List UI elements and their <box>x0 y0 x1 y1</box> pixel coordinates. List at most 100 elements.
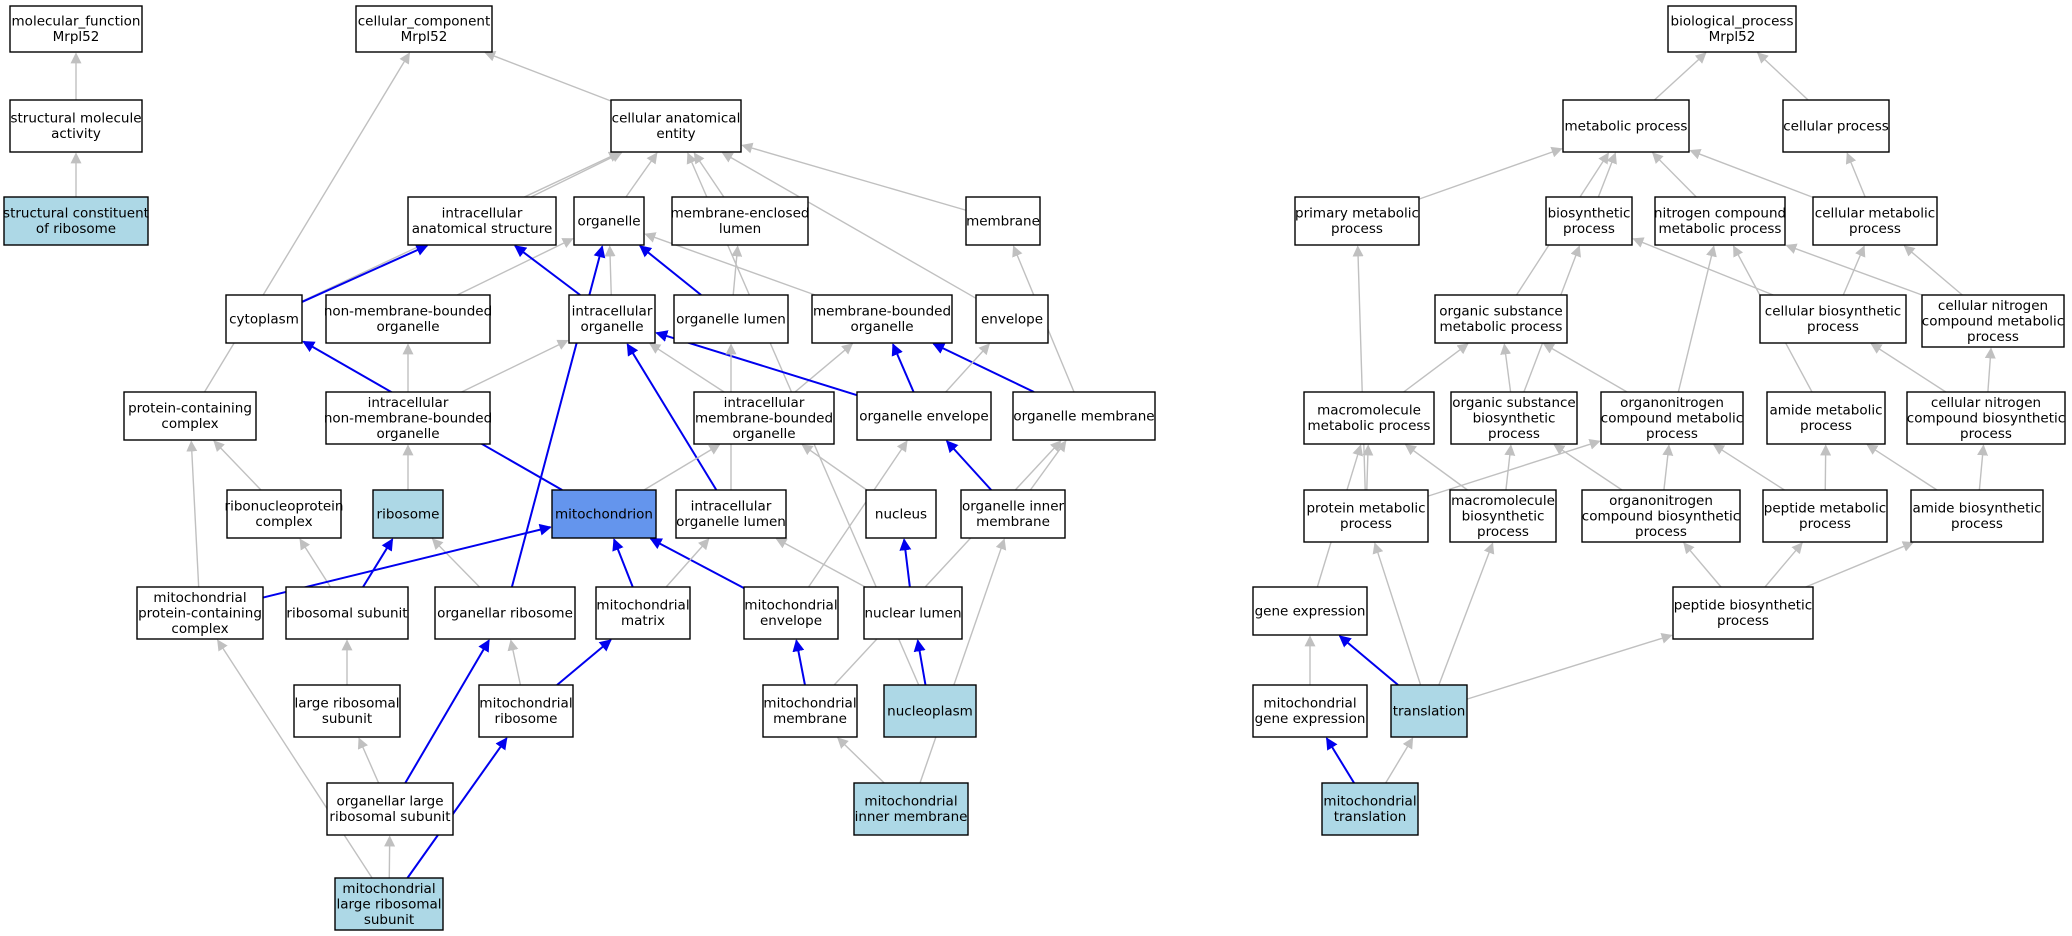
term-box <box>326 782 454 836</box>
term-node-membrane[interactable]: membrane <box>965 196 1041 246</box>
term-node-metabolic-process[interactable]: metabolic process <box>1562 99 1690 153</box>
edge-organonitrogen-compound-biosynthetic-process-to-organic-substance-biosynthetic-process <box>1553 444 1623 491</box>
term-box <box>1782 99 1890 153</box>
edge-ribonucleoprotein-complex-to-protein-containing-complex <box>213 440 262 491</box>
term-label: metabolic process <box>1440 319 1563 335</box>
term-label: ribosome <box>377 506 440 522</box>
term-label: mitochondrial <box>479 696 572 712</box>
term-box <box>225 294 303 344</box>
term-node-organellar-ribosome[interactable]: organellar ribosome <box>434 586 576 640</box>
term-node-organelle-membrane[interactable]: organelle membrane <box>1012 391 1156 441</box>
term-node-ribosome[interactable]: ribosome <box>372 489 444 539</box>
term-label: cellular_component <box>358 14 490 30</box>
term-node-mitochondrion[interactable]: mitochondrion <box>551 489 657 539</box>
term-label: membrane <box>976 514 1050 530</box>
term-label: process <box>1331 221 1383 237</box>
term-node-translation[interactable]: translation <box>1390 684 1468 738</box>
term-node-nucleus[interactable]: nucleus <box>865 489 937 539</box>
term-box <box>1434 294 1568 344</box>
term-box <box>478 684 574 738</box>
term-box <box>355 5 493 53</box>
term-node-cellular-process[interactable]: cellular process <box>1782 99 1890 153</box>
term-box <box>693 391 835 445</box>
term-node-cytoplasm[interactable]: cytoplasm <box>225 294 303 344</box>
term-box <box>975 294 1049 344</box>
term-label: nucleoplasm <box>887 703 973 719</box>
term-box <box>671 196 809 246</box>
edge-membrane-enclosed-lumen-to-cellular-anatomical-entity <box>693 152 725 198</box>
edge-cellular-process-to-bp-root <box>1756 52 1809 101</box>
term-label: matrix <box>621 613 665 629</box>
term-box <box>595 586 691 640</box>
edge-organelle-inner-membrane-to-organelle-envelope <box>945 440 992 491</box>
term-node-intracellular-non-membrane-bounded-organelle[interactable]: intracellularnon-membrane-boundedorganel… <box>324 391 492 445</box>
term-box <box>610 99 742 153</box>
term-node-organelle-lumen[interactable]: organelle lumen <box>673 294 789 344</box>
term-node-nuclear-lumen[interactable]: nuclear lumen <box>863 586 963 640</box>
term-node-envelope[interactable]: envelope <box>975 294 1049 344</box>
term-label: metabolic process <box>1565 118 1688 134</box>
edge-mitochondrial-membrane-to-organelle-membrane <box>833 440 1062 686</box>
edge-organellar-large-ribosomal-subunit-to-organellar-ribosome <box>404 639 490 784</box>
edge-macromolecule-biosynthetic-process-to-macromolecule-metabolic-process <box>1404 444 1468 491</box>
term-node-nucleoplasm[interactable]: nucleoplasm <box>883 684 977 738</box>
term-node-ribosomal-subunit[interactable]: ribosomal subunit <box>285 586 409 640</box>
term-label: biosynthetic <box>1473 410 1556 426</box>
term-node-organelle[interactable]: organelle <box>573 196 645 246</box>
term-node-organelle-envelope[interactable]: organelle envelope <box>856 391 992 441</box>
term-label: organelle <box>577 213 640 229</box>
term-label: molecular_function <box>12 14 141 30</box>
term-label: organelle <box>376 426 439 442</box>
term-label: lumen <box>719 221 761 237</box>
edge-peptide-biosynthetic-process-to-amide-biosynthetic-process <box>1805 541 1914 588</box>
term-label: gene expression <box>1255 711 1366 727</box>
edge-translation-to-gene-expression <box>1338 635 1399 686</box>
term-node-gene-expression[interactable]: gene expression <box>1252 586 1368 636</box>
